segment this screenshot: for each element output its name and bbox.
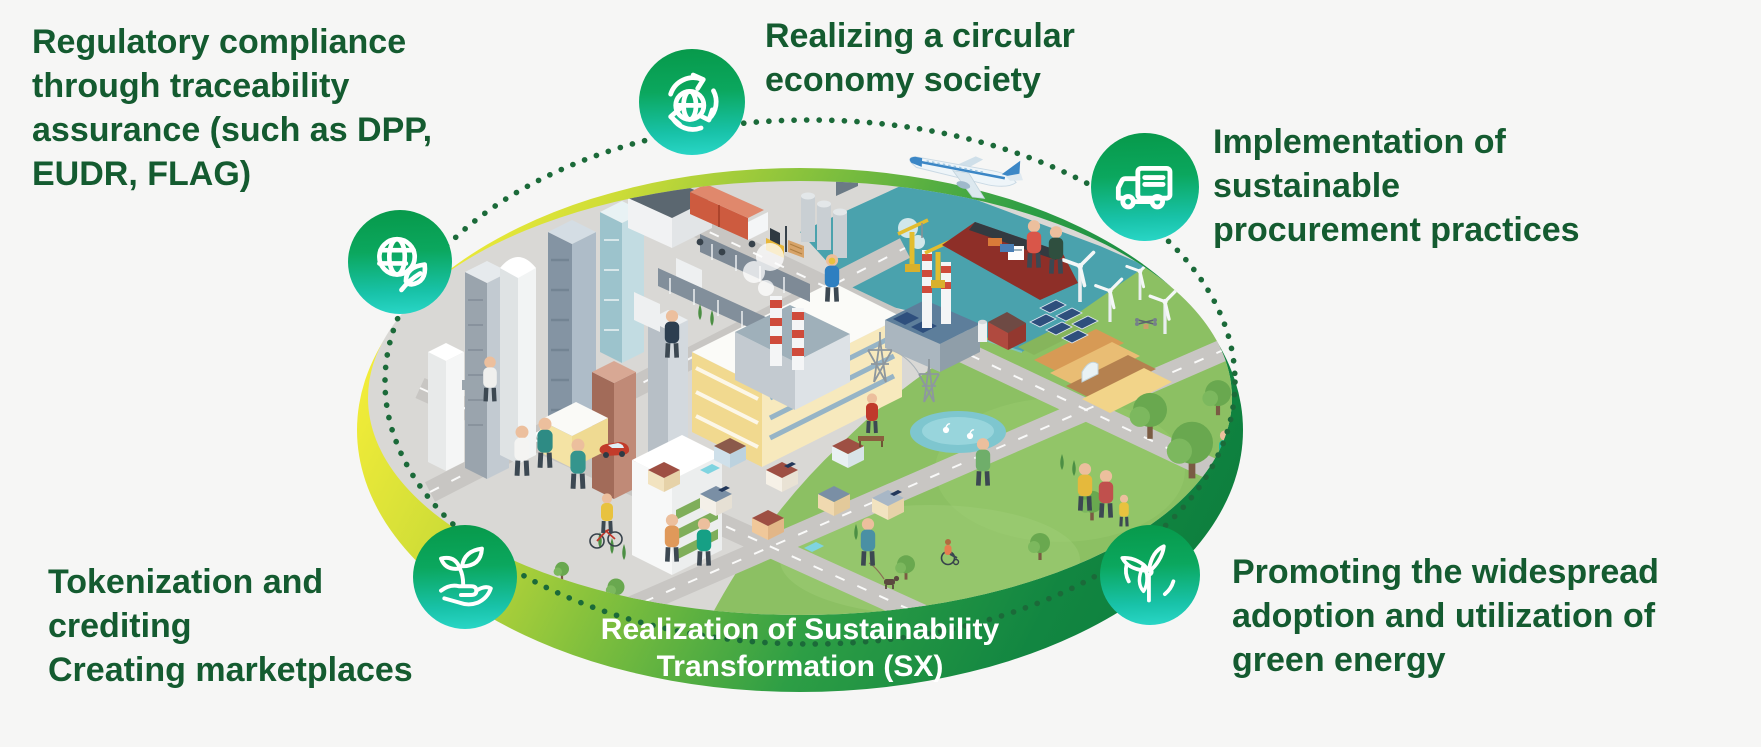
tokenization-bubble <box>413 525 517 629</box>
farm-area <box>978 250 1179 350</box>
caption-line: sustainable <box>1213 167 1401 205</box>
recycle-globe-icon <box>668 72 719 132</box>
hardhat <box>828 257 836 265</box>
caption-procurement: Implementation of sustainable procuremen… <box>1213 120 1580 252</box>
caption-line: Tokenization and <box>48 563 324 601</box>
caption-line: Creating marketplaces <box>48 651 413 689</box>
caption-line: economy society <box>765 61 1041 99</box>
delivery-drone <box>1135 318 1157 329</box>
caption-line: through traceability <box>32 67 350 105</box>
globe-leaf-icon <box>376 236 427 292</box>
hand-sprout-icon <box>438 546 493 607</box>
pond <box>910 411 1006 453</box>
park-bench <box>858 436 884 441</box>
caption-line: adoption and utilization of <box>1232 597 1656 635</box>
dog <box>868 562 900 589</box>
caption-tokenization: Tokenization and crediting Creating mark… <box>48 560 413 692</box>
power-pylons <box>867 332 940 403</box>
wind-turbine-icon <box>1120 544 1176 603</box>
pool <box>700 464 720 474</box>
delivery-truck-icon <box>1116 166 1173 210</box>
pool <box>804 542 824 552</box>
caption-line: assurance (such as DPP, <box>32 111 433 149</box>
caption-line: EUDR, FLAG) <box>32 155 252 193</box>
caption-line: procurement practices <box>1213 211 1580 249</box>
traceability-bubble <box>348 210 452 314</box>
farm-fields <box>1018 316 1172 413</box>
warehouse <box>634 268 768 336</box>
greenhouse <box>1081 361 1099 383</box>
caption-line: Promoting the widespread <box>1232 553 1659 591</box>
caption-line: Realizing a circular <box>765 17 1075 55</box>
procurement-bubble <box>1091 133 1199 241</box>
city-contents <box>415 181 1232 615</box>
smoke <box>743 243 784 296</box>
cyclist <box>589 491 623 549</box>
caption-line: crediting <box>48 607 192 645</box>
pedestrians <box>483 220 1232 566</box>
airplane <box>909 156 1023 199</box>
dotted-connector <box>382 117 1238 647</box>
caption-line: Regulatory compliance <box>32 23 407 61</box>
circular-economy-bubble <box>639 49 745 155</box>
caption-traceability: Regulatory compliance through traceabili… <box>32 20 432 196</box>
residential-area <box>648 438 904 552</box>
solar-panels <box>1029 299 1099 344</box>
port-crane <box>897 218 929 272</box>
power-plant <box>735 243 850 410</box>
logistics-area <box>628 181 858 336</box>
red-car <box>599 442 630 458</box>
caption-circular-economy: Realizing a circular economy society <box>765 14 1075 102</box>
barn <box>978 312 1026 350</box>
bus-shelter <box>462 380 480 390</box>
container-truck <box>690 184 768 256</box>
caption-line: green energy <box>1232 641 1446 679</box>
center-badge: Realization of Sustainability Transforma… <box>480 611 1120 685</box>
swans <box>942 423 975 440</box>
badge-line: Transformation (SX) <box>656 650 944 683</box>
wheelchair-user <box>940 539 960 566</box>
harbor <box>885 218 1078 372</box>
silos <box>801 181 858 258</box>
badge-line: Realization of Sustainability <box>600 613 1000 646</box>
skyscraper-cluster <box>428 201 688 499</box>
green-energy-bubble <box>1100 525 1200 625</box>
caption-line: Implementation of <box>1213 123 1506 161</box>
street-props <box>462 380 884 447</box>
caption-green-energy: Promoting the widespread adoption and ut… <box>1232 550 1659 682</box>
